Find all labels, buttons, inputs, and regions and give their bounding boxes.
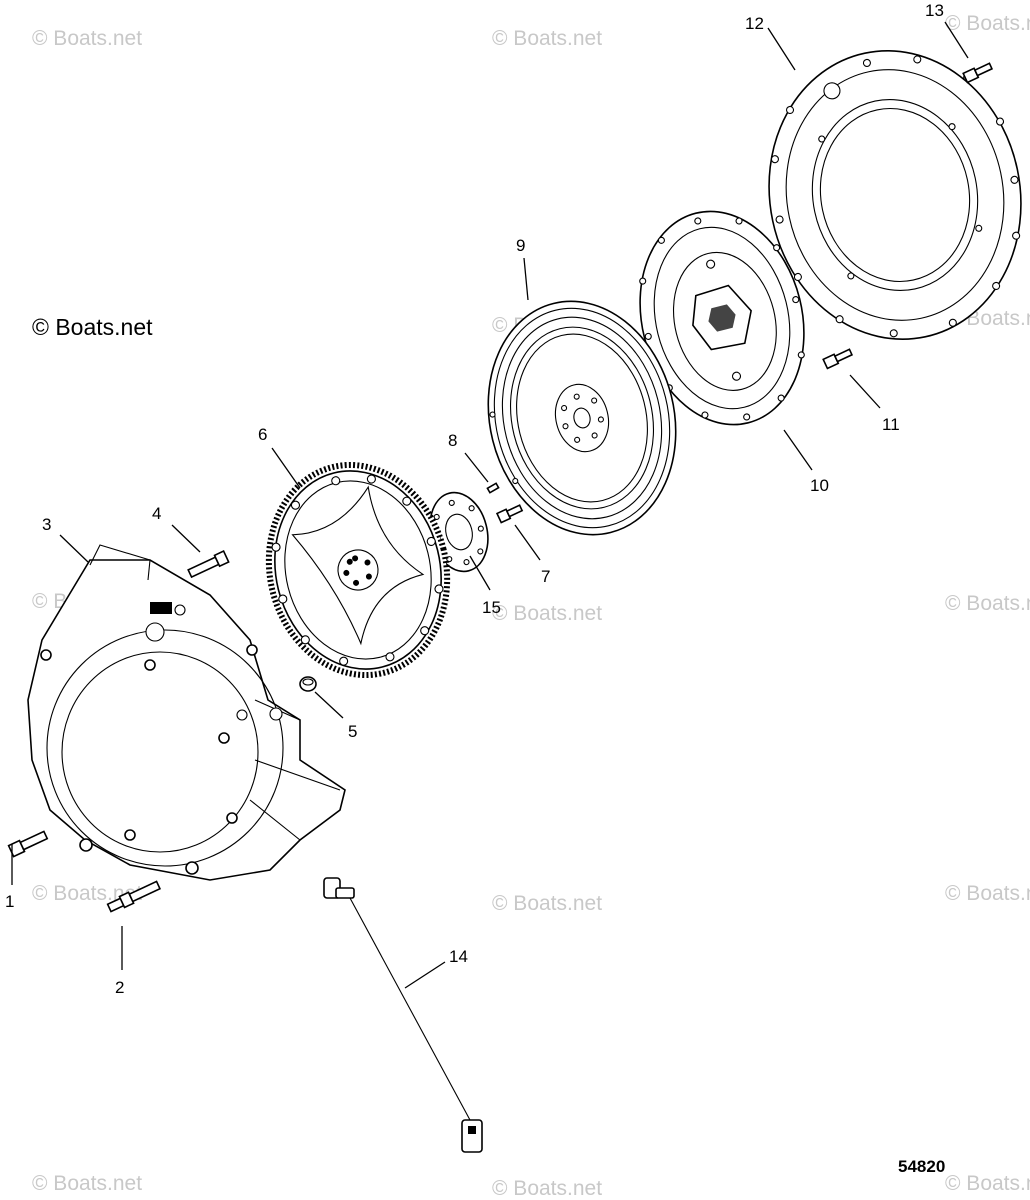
leader-line-12 <box>767 27 796 71</box>
leader-line-8 <box>464 452 489 483</box>
leader-line-11 <box>849 374 881 409</box>
watermark-text: © Boats.net <box>492 27 602 50</box>
part-2-stud <box>106 880 162 913</box>
leader-line-13 <box>944 21 969 59</box>
watermark-text: © Boats.net <box>945 1172 1030 1195</box>
callout-5: 5 <box>348 722 357 741</box>
part-11-bolt <box>822 348 854 370</box>
callout-12: 12 <box>745 14 764 33</box>
callout-13: 13 <box>925 1 944 20</box>
part-15-spacer-plate <box>429 491 489 573</box>
part-4-bolt <box>187 550 230 579</box>
watermark-text: © Boats.net <box>492 892 602 915</box>
part-6-ring-gear-flywheel <box>265 461 451 679</box>
callout-9: 9 <box>516 236 525 255</box>
watermark-text: © Boats.net <box>32 1172 142 1195</box>
part-10-drive-plate <box>639 210 805 426</box>
part-5-nut <box>299 676 317 692</box>
watermark-text: © Boats.net <box>32 882 142 905</box>
callout-10: 10 <box>810 476 829 495</box>
callout-4: 4 <box>152 504 161 523</box>
watermark-text: © Boats.net <box>492 1177 602 1200</box>
callout-2: 2 <box>115 978 124 997</box>
part-8-dowel-pin <box>486 482 500 494</box>
watermark-text: © Boats.net <box>945 882 1030 905</box>
boats-net-watermark: © Boats.net <box>32 314 153 340</box>
watermark-text: © Boats.net <box>945 12 1030 35</box>
part-7-bolt <box>495 504 524 524</box>
callout-8: 8 <box>448 431 457 450</box>
part-12-flywheel-housing-plate <box>768 50 1022 340</box>
watermark-text: © Boats.net <box>945 592 1030 615</box>
callout-11: 11 <box>882 415 900 434</box>
watermark-text: © Boats.net <box>32 27 142 50</box>
leader-line-5 <box>314 691 344 719</box>
callout-3: 3 <box>42 515 51 534</box>
callout-1: 1 <box>5 892 14 911</box>
leader-line-4 <box>171 524 201 553</box>
callout-15: 15 <box>482 598 501 617</box>
callout-7: 7 <box>541 567 550 586</box>
leader-line-14 <box>404 961 446 989</box>
part-9-flywheel <box>487 300 677 536</box>
part-1-bolt <box>7 830 49 858</box>
diagram-reference-code: 54820 <box>898 1157 945 1176</box>
callout-labels: 1 2 3 4 5 6 7 8 9 10 11 12 13 14 15 <box>5 1 944 997</box>
part-13-bolt <box>962 62 994 84</box>
leader-line-6 <box>271 447 301 489</box>
leader-line-15 <box>469 555 491 591</box>
leader-line-3 <box>59 534 89 563</box>
part-3-flywheel-housing <box>27 544 346 881</box>
watermark-text: © Boats.net <box>492 602 602 625</box>
part-14-speed-sensor <box>323 877 483 1153</box>
leader-line-9 <box>523 257 529 301</box>
callout-14: 14 <box>449 947 468 966</box>
leader-line-10 <box>783 429 813 471</box>
callout-6: 6 <box>258 425 267 444</box>
leader-lines <box>11 21 969 989</box>
leader-line-7 <box>514 524 541 561</box>
